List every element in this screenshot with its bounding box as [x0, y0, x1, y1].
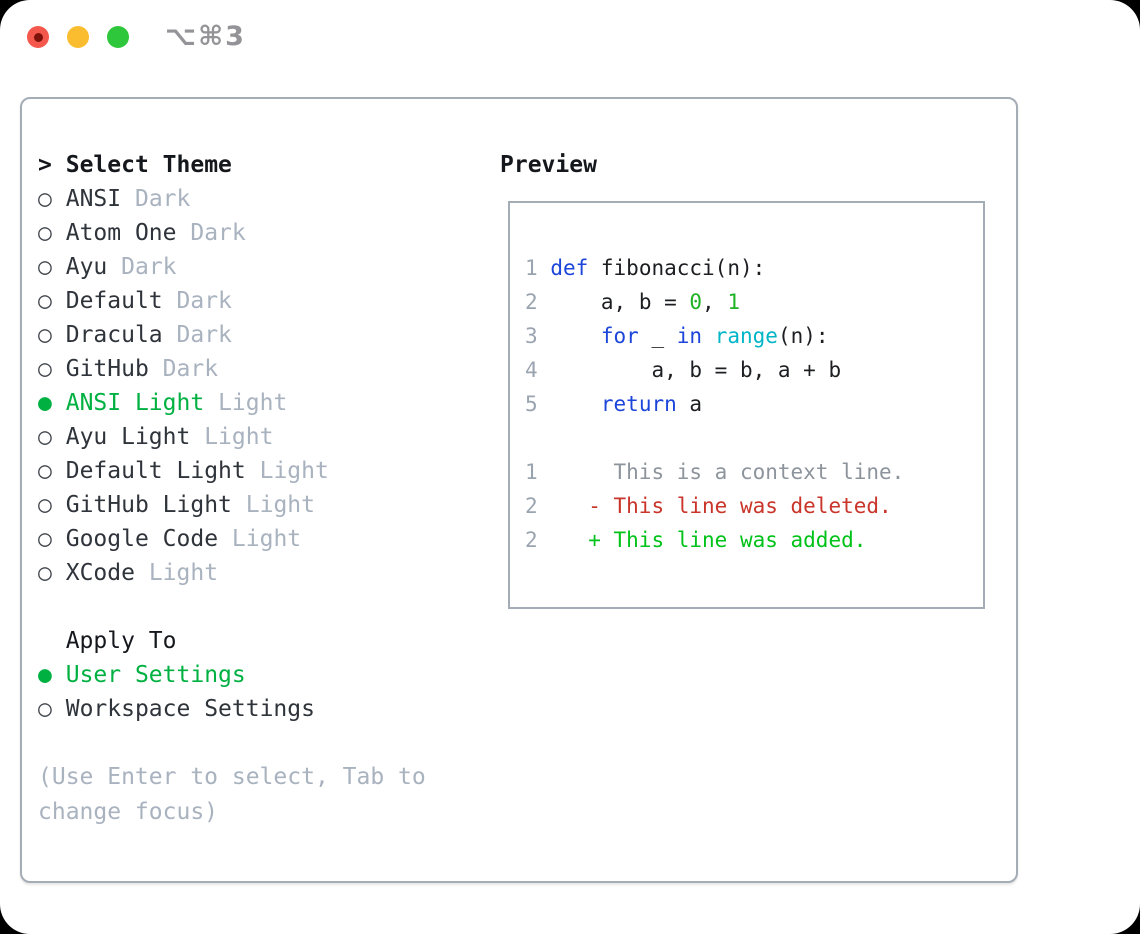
theme-name: Google Code — [65, 526, 219, 552]
radio-unselected-icon: ○ — [38, 220, 52, 246]
blank-line — [525, 421, 983, 455]
theme-variant: Light — [148, 560, 219, 586]
theme-item-google-code[interactable]: ○ Google Code Light — [38, 522, 440, 556]
theme-name: Default Light — [65, 458, 246, 484]
zoom-button[interactable] — [107, 26, 129, 48]
radio-selected-icon: ● — [38, 662, 52, 688]
line-number: 5 — [525, 392, 538, 416]
apply-option-user-settings[interactable]: ● User Settings — [38, 658, 440, 692]
theme-settings-panel: > Select Theme ○ ANSI Dark○ Atom One Dar… — [20, 97, 1018, 883]
prompt-icon: > — [38, 152, 52, 178]
theme-item-ayu-light[interactable]: ○ Ayu Light Light — [38, 420, 440, 454]
theme-item-atom-one[interactable]: ○ Atom One Dark — [38, 216, 440, 250]
diff-line-deleted: 2 - This line was deleted. — [525, 489, 983, 523]
line-number: 2 — [525, 290, 538, 314]
theme-item-github[interactable]: ○ GitHub Dark — [38, 352, 440, 386]
diff-line-added: 2 + This line was added. — [525, 523, 983, 557]
theme-item-ayu[interactable]: ○ Ayu Dark — [38, 250, 440, 284]
theme-variant: Dark — [176, 288, 232, 314]
diff-text: This is a context line. — [537, 460, 905, 484]
apply-option-label: User Settings — [65, 662, 246, 688]
window-title: ⌥⌘3 — [165, 21, 246, 52]
radio-unselected-icon: ○ — [38, 492, 52, 518]
theme-variant: Dark — [176, 322, 232, 348]
theme-name: Ayu Light — [65, 424, 191, 450]
theme-name: Default — [65, 288, 163, 314]
theme-name: Atom One — [65, 220, 177, 246]
theme-item-github-light[interactable]: ○ GitHub Light Light — [38, 488, 440, 522]
select-theme-title: Select Theme — [65, 152, 232, 178]
theme-variant: Light — [259, 458, 329, 484]
help-text: (Use Enter to select, Tab to change focu… — [38, 764, 426, 825]
theme-variant: Dark — [190, 220, 246, 246]
spacer — [38, 590, 440, 624]
line-number: 2 — [525, 494, 538, 518]
code-line: 5 return a — [525, 392, 703, 416]
line-number: 3 — [525, 324, 538, 348]
theme-variant: Dark — [134, 186, 191, 212]
radio-unselected-icon: ○ — [38, 696, 52, 722]
radio-unselected-icon: ○ — [38, 288, 52, 314]
radio-unselected-icon: ○ — [38, 356, 52, 382]
theme-name: ANSI Light — [65, 390, 205, 416]
code-line: 3 for _ in range(n): — [525, 324, 829, 348]
theme-item-dracula[interactable]: ○ Dracula Dark — [38, 318, 440, 352]
apply-to-title: Apply To — [65, 628, 177, 654]
theme-selector: > Select Theme ○ ANSI Dark○ Atom One Dar… — [38, 148, 440, 830]
theme-variant: Light — [245, 492, 315, 518]
apply-option-workspace-settings[interactable]: ○ Workspace Settings — [38, 692, 440, 726]
preview-pane: 1 def fibonacci(n): 2 a, b = 0, 1 3 for _ … — [508, 201, 985, 609]
line-number: 4 — [525, 358, 538, 382]
theme-name: Ayu — [65, 254, 108, 280]
diff-text: + This line was added. — [537, 528, 867, 552]
radio-selected-icon: ● — [38, 390, 52, 416]
theme-variant: Light — [231, 526, 302, 552]
theme-variant: Light — [204, 424, 274, 450]
unsaved-dot-icon — [33, 32, 43, 42]
code-line: 4 a, b = b, a + b — [525, 358, 842, 382]
line-number: 1 — [525, 256, 538, 280]
theme-name: GitHub — [65, 356, 149, 382]
theme-name: Dracula — [65, 322, 163, 348]
theme-variant: Dark — [162, 356, 219, 382]
theme-name: XCode — [65, 560, 135, 586]
select-theme-header: > Select Theme — [38, 148, 440, 182]
traffic-lights — [27, 26, 129, 48]
preview-code: 1 def fibonacci(n): 2 a, b = 0, 1 3 for _ … — [525, 251, 983, 557]
close-button[interactable] — [27, 26, 49, 48]
diff-text: - This line was deleted. — [537, 494, 892, 518]
code-line: 2 a, b = 0, 1 — [525, 290, 740, 314]
theme-variant: Light — [218, 390, 288, 416]
theme-name: ANSI — [65, 186, 122, 212]
diff-line-context: 1 This is a context line. — [525, 455, 983, 489]
theme-name: GitHub Light — [65, 492, 232, 518]
theme-item-ansi-light[interactable]: ● ANSI Light Light — [38, 386, 440, 420]
radio-unselected-icon: ○ — [38, 526, 52, 552]
apply-option-label: Workspace Settings — [65, 696, 315, 722]
theme-item-ansi[interactable]: ○ ANSI Dark — [38, 182, 440, 216]
radio-unselected-icon: ○ — [38, 322, 52, 348]
radio-unselected-icon: ○ — [38, 458, 52, 484]
apply-to-header: Apply To — [38, 624, 440, 658]
radio-unselected-icon: ○ — [38, 424, 52, 450]
line-number: 1 — [525, 460, 538, 484]
line-number: 2 — [525, 528, 538, 552]
theme-item-default-light[interactable]: ○ Default Light Light — [38, 454, 440, 488]
radio-unselected-icon: ○ — [38, 254, 52, 280]
theme-item-default[interactable]: ○ Default Dark — [38, 284, 440, 318]
theme-variant: Dark — [121, 254, 177, 280]
code-line: 1 def fibonacci(n): — [525, 256, 766, 280]
radio-unselected-icon: ○ — [38, 186, 52, 212]
title-bar: ⌥⌘3 — [0, 0, 1140, 74]
theme-list: ○ ANSI Dark○ Atom One Dark○ Ayu Dark○ De… — [38, 182, 440, 590]
preview-title: Preview — [500, 152, 597, 178]
theme-item-xcode[interactable]: ○ XCode Light — [38, 556, 440, 590]
minimize-button[interactable] — [67, 26, 89, 48]
apply-options: ● User Settings○ Workspace Settings — [38, 658, 440, 726]
radio-unselected-icon: ○ — [38, 560, 52, 586]
